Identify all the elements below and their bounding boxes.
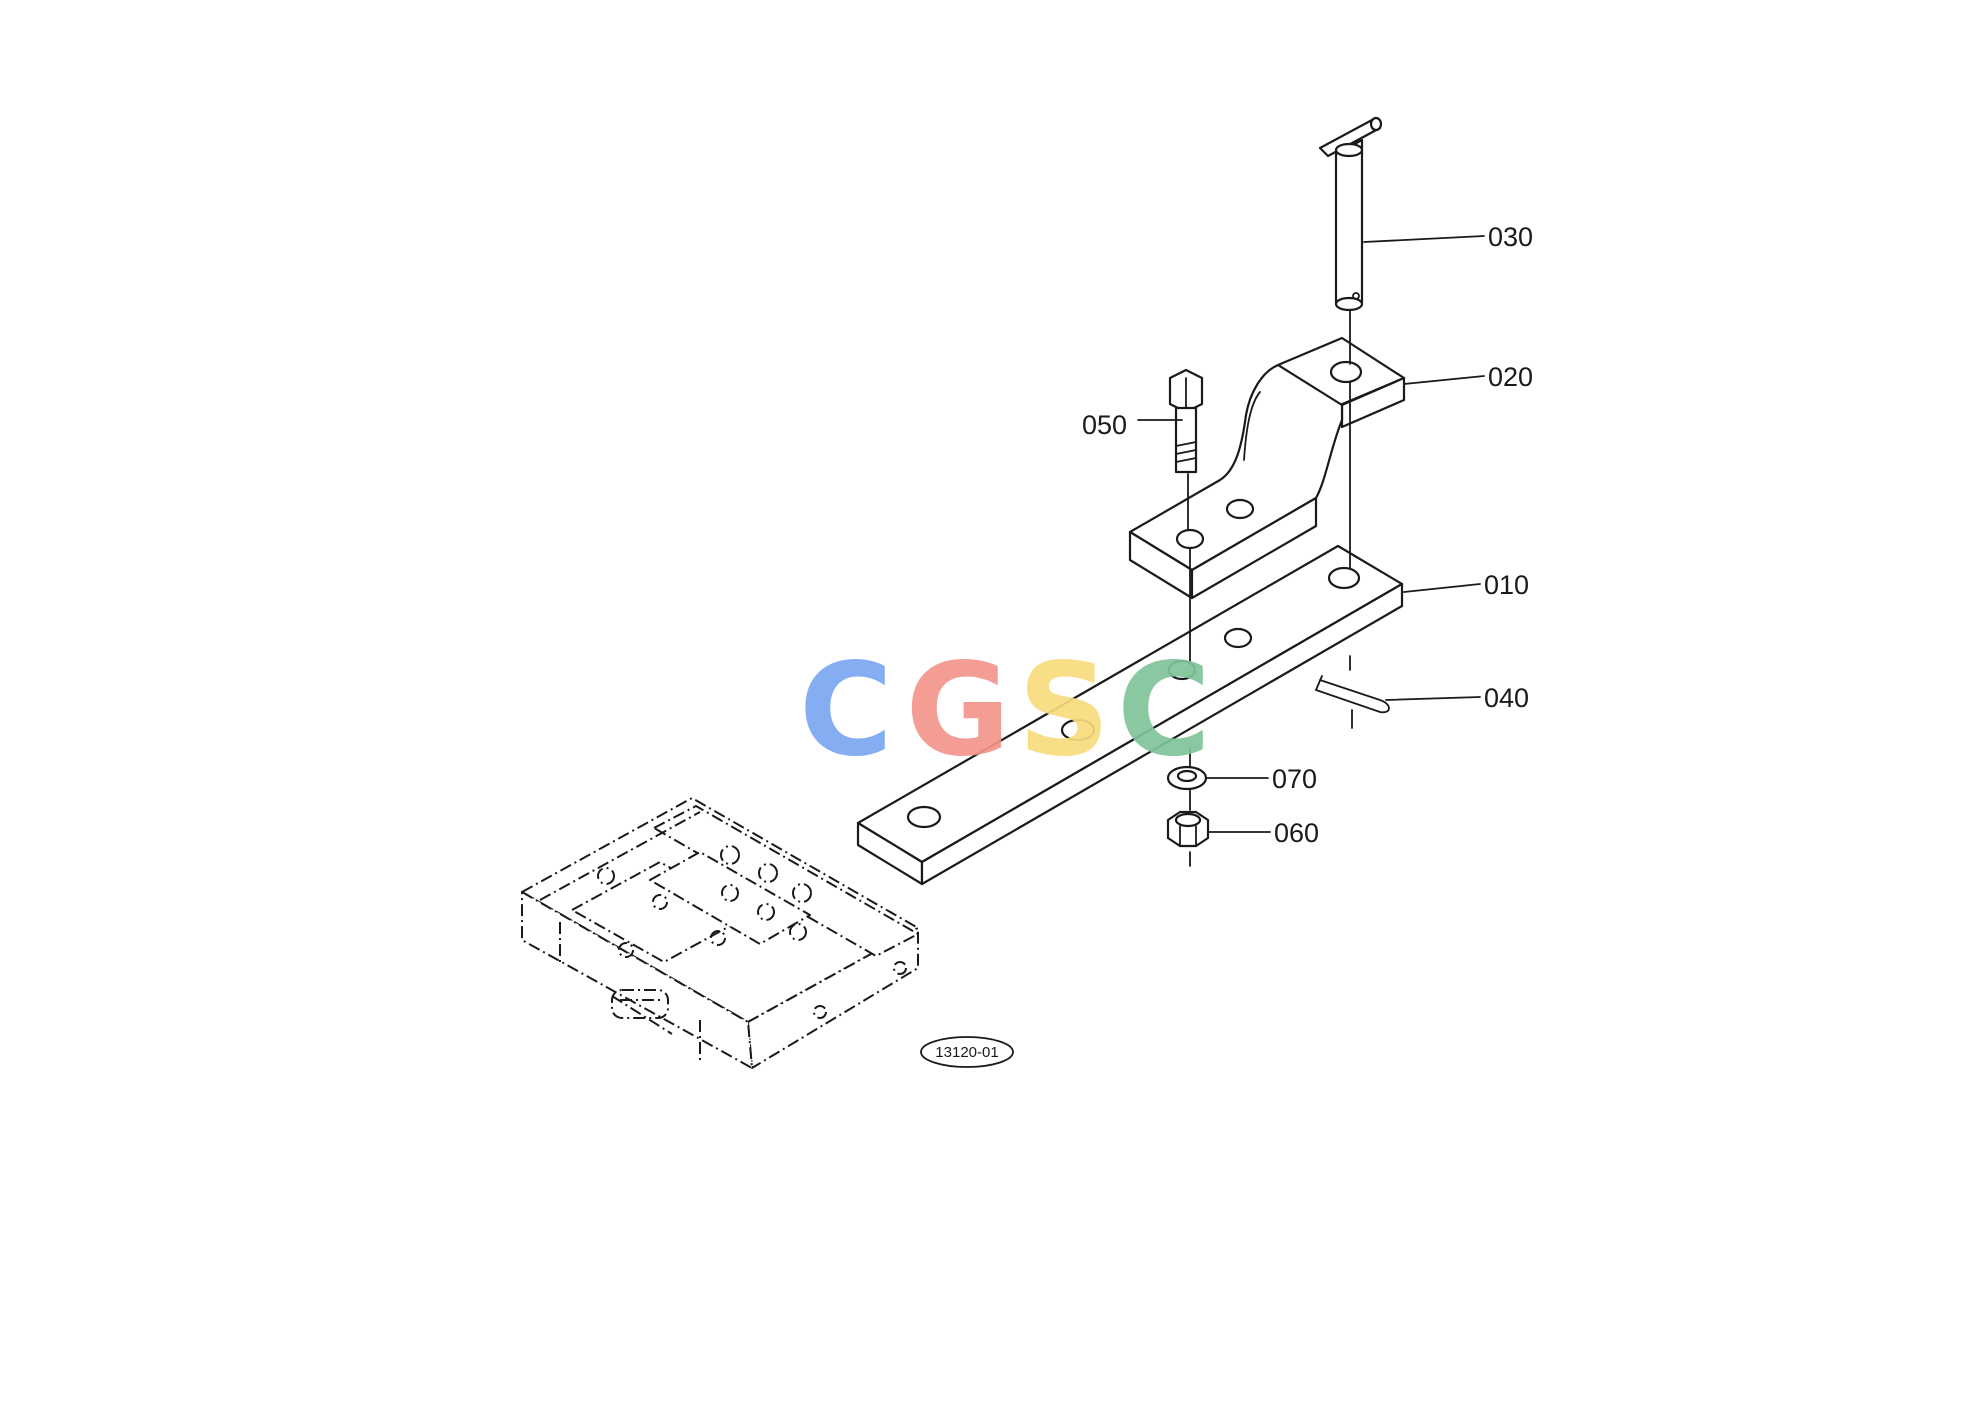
cgsc-watermark: C G S C [799,636,1211,785]
washer-070 [1166,765,1208,791]
callout-labels: 030 020 050 010 040 070 060 [1082,222,1533,848]
watermark-letter-c2: C [1117,636,1211,785]
drawbar-010 [856,544,1404,886]
tractor-frame-reference [521,797,919,1069]
nut-060 [1166,810,1210,848]
callout-060: 060 [1274,818,1319,848]
cotter-pin-040 [1315,675,1390,714]
assembly-lines [1187,309,1353,867]
bolt-050 [1168,368,1204,474]
callout-010: 010 [1484,570,1529,600]
watermark-letter-g: G [905,636,1010,785]
leader-lines [1137,235,1485,833]
reference-code: 13120-01 [935,1044,998,1061]
watermark-letter-s: S [1018,636,1110,785]
callout-020: 020 [1488,362,1533,392]
callout-050: 050 [1082,410,1127,440]
callout-040: 040 [1484,683,1529,713]
watermark-letter-c1: C [799,636,893,785]
pin-030 [1318,116,1383,312]
callout-030: 030 [1488,222,1533,252]
bracket-020 [1128,336,1406,600]
reference-code-badge: 13120-01 [920,1036,1014,1068]
callout-070: 070 [1272,764,1317,794]
